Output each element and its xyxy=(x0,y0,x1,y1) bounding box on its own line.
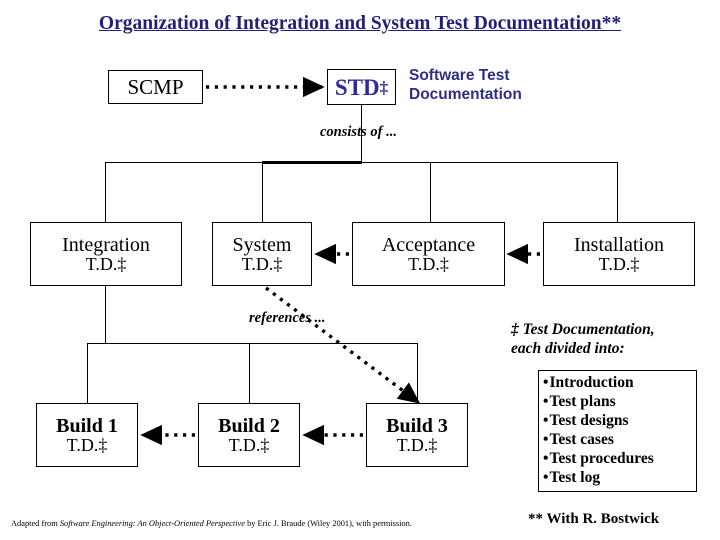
node-integration-td[interactable]: Integration T.D.‡ xyxy=(30,222,182,286)
node-integration-line2: T.D.‡ xyxy=(85,254,127,274)
list-item: Test cases xyxy=(543,431,696,450)
source-footnote: Adapted from Software Engineering: An Ob… xyxy=(11,519,412,528)
node-build2-td[interactable]: Build 2 T.D.‡ xyxy=(198,403,300,467)
list-item: Test designs xyxy=(543,412,696,431)
node-acceptance-line2: T.D.‡ xyxy=(408,254,449,274)
std-caption: Software Test Documentation xyxy=(409,67,522,105)
connector-bus-to-acceptance xyxy=(430,162,432,223)
node-system-td[interactable]: System T.D.‡ xyxy=(212,222,312,286)
list-item: Introduction xyxy=(543,374,696,393)
list-item: Test procedures xyxy=(543,450,696,469)
node-acceptance-td[interactable]: Acceptance T.D.‡ xyxy=(352,222,505,286)
node-std-text: STD xyxy=(334,74,380,100)
legend-heading-line1: ‡ Test Documentation, xyxy=(511,321,655,338)
list-item: Test plans xyxy=(543,393,696,412)
label-references: references ... xyxy=(249,310,326,326)
node-integration-line1: Integration xyxy=(62,234,150,256)
std-caption-line1: Software Test xyxy=(409,67,510,84)
connector-std-to-bus xyxy=(361,105,363,164)
node-build1-line1: Build 1 xyxy=(56,415,118,437)
node-build1-line2: T.D.‡ xyxy=(66,435,108,455)
node-installation-line2: T.D.‡ xyxy=(598,254,640,274)
node-build3-td[interactable]: Build 3 T.D.‡ xyxy=(366,403,468,467)
connector-bus-to-installation xyxy=(617,162,619,223)
legend-heading: ‡ Test Documentation, each divided into: xyxy=(511,321,716,358)
node-installation-line1: Installation xyxy=(574,234,664,256)
connector-build-bus-to-build1 xyxy=(87,343,89,404)
arrow-system-to-build3 xyxy=(264,286,421,404)
node-acceptance-line1: Acceptance xyxy=(381,234,476,256)
connector-build-bus-to-build3 xyxy=(417,343,419,404)
node-system-line1: System xyxy=(232,234,292,256)
legend-heading-line2: each divided into: xyxy=(511,339,625,357)
node-std[interactable]: STD‡ xyxy=(327,69,396,105)
credit-bostwick: ** With R. Bostwick xyxy=(528,511,660,527)
connector-bus-to-integration xyxy=(105,162,107,223)
node-scmp[interactable]: SCMP xyxy=(108,70,203,104)
connector-build-bus xyxy=(87,343,418,345)
legend-items-box: Introduction Test plans Test designs Tes… xyxy=(538,370,697,492)
legend-item-list: Introduction Test plans Test designs Tes… xyxy=(543,374,696,487)
node-scmp-label: SCMP xyxy=(127,74,184,99)
footnote-book-title: Software Engineering: An Object-Oriented… xyxy=(59,519,245,528)
connector-build-bus-to-build2 xyxy=(249,343,251,404)
page-title: Organization of Integration and System T… xyxy=(98,13,622,34)
list-item: Test log xyxy=(543,469,696,488)
connector-integration-to-build-bus xyxy=(105,286,107,344)
node-system-line2: T.D.‡ xyxy=(241,254,283,274)
double-dagger-icon: ‡ xyxy=(379,77,389,97)
connector-bus-emphasis xyxy=(262,161,362,164)
node-build1-td[interactable]: Build 1 T.D.‡ xyxy=(36,403,138,467)
node-build2-line1: Build 2 xyxy=(218,415,280,437)
node-std-label: STD‡ xyxy=(335,76,388,99)
footnote-prefix: Adapted from xyxy=(11,519,60,528)
label-consists-of: consists of ... xyxy=(320,124,397,140)
node-build3-line2: T.D.‡ xyxy=(396,435,438,455)
node-build3-line1: Build 3 xyxy=(386,415,448,437)
node-installation-td[interactable]: Installation T.D.‡ xyxy=(543,222,695,286)
std-caption-line2: Documentation xyxy=(409,85,522,103)
node-build2-line2: T.D.‡ xyxy=(228,435,270,455)
footnote-suffix: by Eric J. Braude (Wiley 2001), with per… xyxy=(244,519,412,528)
connector-bus-to-system xyxy=(262,162,264,223)
